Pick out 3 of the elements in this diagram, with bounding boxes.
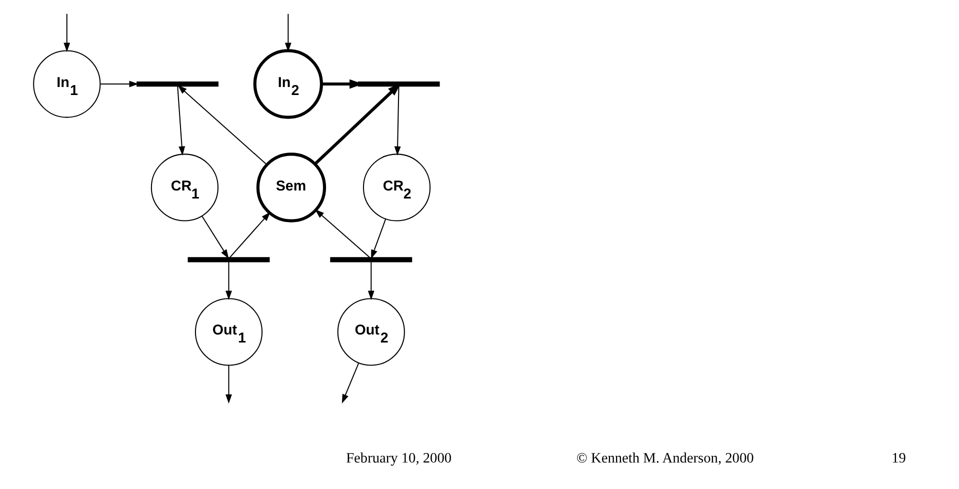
label: © Kenneth M. Anderson, 2000: [576, 450, 754, 466]
label: February 10, 2000: [346, 450, 452, 466]
label: 19: [891, 450, 906, 466]
